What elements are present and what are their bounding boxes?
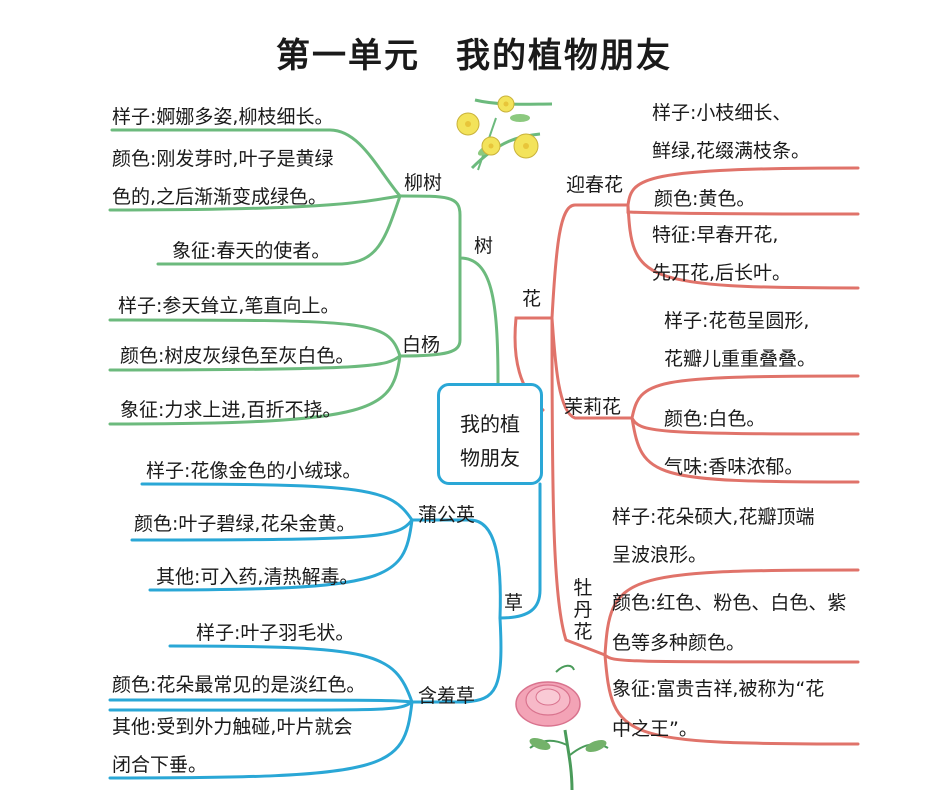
category-tree: 树 (474, 235, 494, 257)
willow-item: 色的,之后渐渐变成绿色。 (112, 186, 328, 208)
jasmine-item: 颜色:白色。 (664, 408, 766, 430)
winter-jasmine-item: 样子:小枝细长、 (652, 102, 792, 124)
center-node: 我的植 物朋友 (437, 383, 543, 485)
jasmine-item: 气味:香味浓郁。 (664, 456, 804, 478)
jasmine-item: 花瓣儿重重叠叠。 (664, 348, 817, 370)
node-peony: 牡 丹 花 (572, 577, 594, 643)
node-mimosa: 含羞草 (418, 685, 476, 707)
peony-item: 样子:花朵硕大,花瓣顶端 (612, 506, 815, 528)
page-title: 第一单元 我的植物朋友 (276, 36, 672, 76)
poplar-item: 样子:参天耸立,笔直向上。 (118, 295, 340, 317)
poplar-item: 颜色:树皮灰绿色至灰白色。 (120, 345, 355, 367)
grass-branches (108, 482, 542, 780)
dandelion-item: 颜色:叶子碧绿,花朵金黄。 (134, 513, 356, 535)
peony-label-char: 牡 (573, 577, 593, 599)
winter-jasmine-item: 鲜绿,花缀满枝条。 (652, 140, 811, 162)
willow-item: 样子:婀娜多姿,柳枝细长。 (112, 106, 334, 128)
peony-icon (515, 664, 609, 791)
willow-item: 颜色:刚发芽时,叶子是黄绿 (112, 148, 334, 170)
dandelion-item: 样子:花像金色的小绒球。 (146, 460, 362, 482)
peony-item: 中之王”。 (612, 718, 698, 740)
category-grass: 草 (504, 592, 524, 614)
node-dandelion: 蒲公英 (418, 504, 476, 526)
winter-jasmine-item: 特征:早春开花, (652, 224, 779, 246)
peony-label-char: 花 (573, 621, 593, 643)
dandelion-item: 其他:可入药,清热解毒。 (156, 566, 359, 588)
mimosa-item: 闭合下垂。 (112, 754, 208, 776)
center-label-line2: 物朋友 (460, 446, 520, 470)
node-winter-jasmine: 迎春花 (566, 174, 624, 196)
tree-branches (108, 128, 500, 426)
winter-jasmine-item: 先开花,后长叶。 (652, 262, 792, 284)
winter-jasmine-icon (456, 95, 553, 171)
jasmine-item: 样子:花苞呈圆形, (664, 310, 810, 332)
peony-label-char: 丹 (573, 599, 593, 621)
mimosa-item: 颜色:花朵最常见的是淡红色。 (112, 674, 366, 696)
node-poplar: 白杨 (402, 334, 441, 356)
peony-item: 颜色:红色、粉色、白色、紫 (612, 592, 847, 614)
poplar-item: 象征:力求上进,百折不挠。 (120, 399, 342, 421)
willow-item: 象征:春天的使者。 (172, 240, 331, 262)
mimosa-item: 其他:受到外力触碰,叶片就会 (112, 716, 353, 738)
peony-item: 呈波浪形。 (612, 544, 708, 566)
mimosa-item: 样子:叶子羽毛状。 (196, 622, 355, 644)
node-jasmine: 茉莉花 (564, 396, 622, 418)
center-label-line1: 我的植 (460, 412, 520, 436)
peony-item: 象征:富贵吉祥,被称为“花 (612, 678, 825, 700)
flower-branches (513, 166, 860, 746)
winter-jasmine-item: 颜色:黄色。 (654, 188, 756, 210)
node-willow: 柳树 (404, 172, 443, 194)
peony-item: 色等多种颜色。 (612, 632, 746, 654)
category-flower: 花 (522, 288, 542, 310)
